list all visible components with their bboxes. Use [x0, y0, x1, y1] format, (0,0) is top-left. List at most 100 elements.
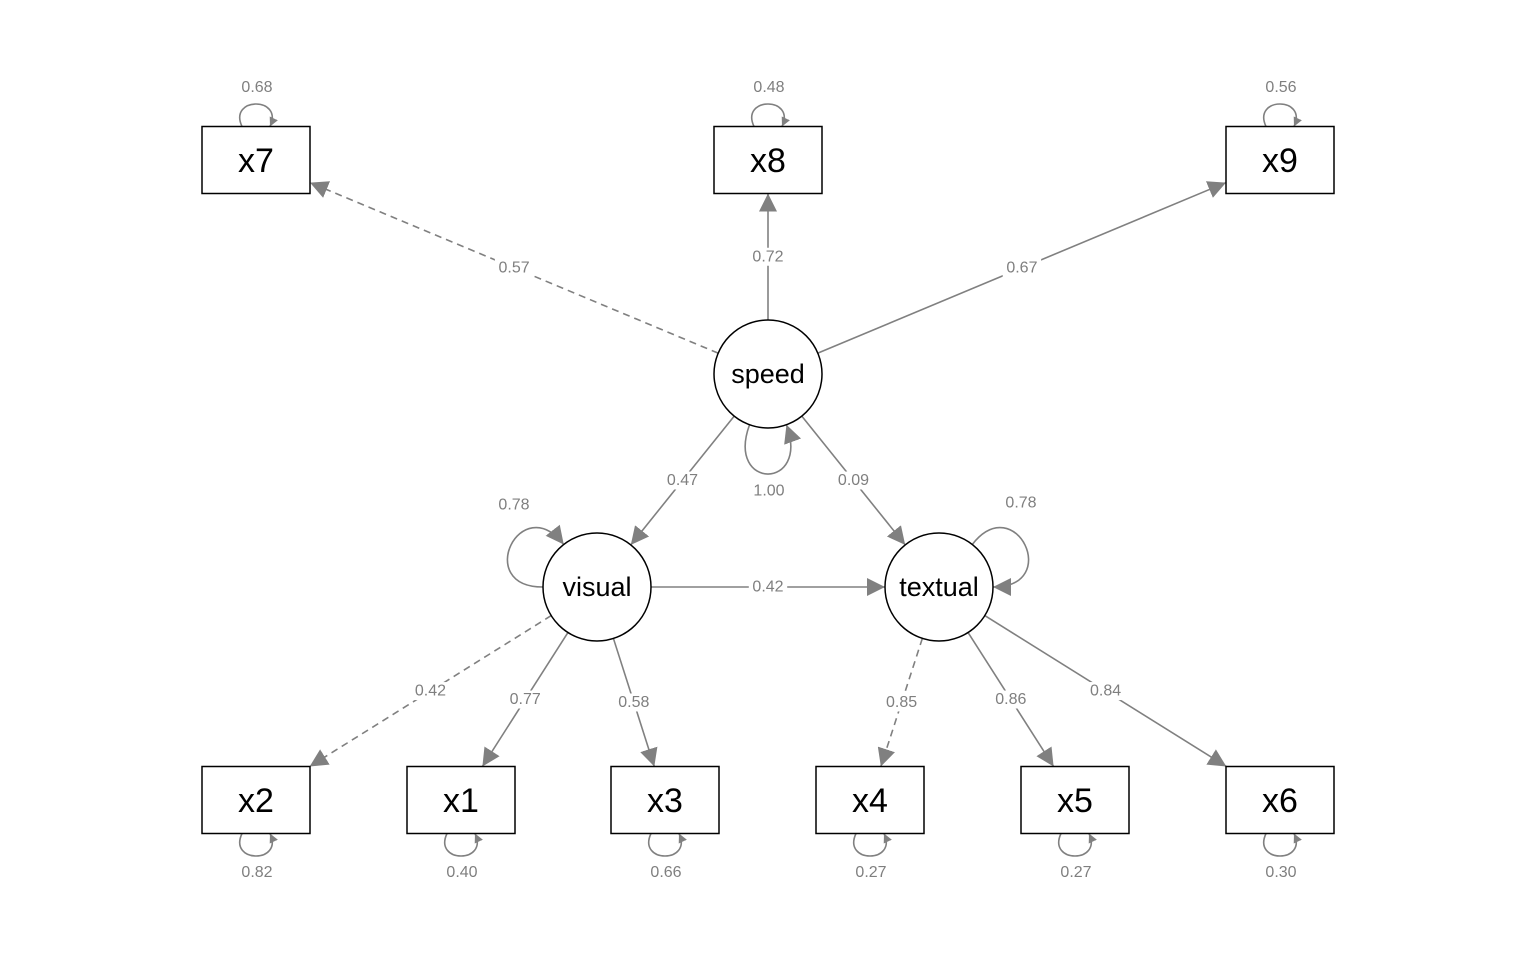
variance-label-x1: 0.40 — [442, 863, 482, 882]
observed-node-x9 — [1225, 125, 1335, 195]
variance-loop-x9 — [1263, 103, 1302, 137]
path-label-speed-visual: 0.47 — [663, 471, 702, 490]
variance-loop-x2 — [239, 823, 278, 857]
path-edges — [239, 103, 1302, 857]
latent-node-visual — [542, 532, 652, 642]
variance-label-speed: 1.00 — [749, 482, 789, 500]
variance-label-x7: 0.68 — [237, 78, 277, 97]
variance-label-x8-text: 0.48 — [753, 79, 784, 96]
path-label-visual-x2-text: 0.42 — [415, 683, 446, 700]
edge-labels: 0.57 0.72 0.67 0.47 0.09 0.42 0.42 0.77 0.58 0.85… — [237, 78, 1301, 882]
variance-loop-x6 — [1263, 823, 1302, 857]
variance-label-x1-bg — [442, 863, 482, 882]
variance-label-x3-text: 0.66 — [650, 864, 681, 881]
variance-label-visual-text: 0.78 — [498, 497, 529, 514]
path-label-speed-x7: 0.57 — [494, 258, 534, 277]
variance-label-textual-text: 0.78 — [1005, 495, 1036, 512]
variance-label-x6: 0.30 — [1261, 863, 1301, 882]
path-label-visual-x1-text: 0.77 — [510, 691, 541, 708]
variance-label-x5-text: 0.27 — [1060, 864, 1091, 881]
variance-label-x8-bg — [749, 78, 789, 97]
path-label-speed-textual-bg — [834, 471, 873, 490]
path-label-textual-x4-bg — [882, 693, 921, 712]
path-label-speed-x7-bg — [494, 258, 534, 277]
variance-loop-textual — [954, 527, 1030, 596]
observed-label-x3: x3 — [647, 782, 683, 820]
observed-label-x1: x1 — [443, 782, 479, 820]
variance-loop-x3 — [648, 823, 687, 857]
path-label-speed-x8-text: 0.72 — [752, 248, 783, 265]
variance-label-x3: 0.66 — [646, 863, 686, 882]
variance-label-x2: 0.82 — [237, 863, 277, 882]
path-label-visual-x2-bg — [411, 682, 450, 701]
variance-label-x2-text: 0.82 — [241, 864, 272, 881]
path-label-visual-x1: 0.77 — [505, 690, 545, 709]
observed-node-x3 — [610, 765, 720, 835]
latent-label-textual: textual — [899, 572, 979, 602]
latent-label-visual: visual — [562, 572, 631, 602]
observed-node-x5 — [1020, 765, 1130, 835]
path-label-textual-x4: 0.85 — [882, 693, 921, 712]
path-label-visual-x3-bg — [614, 693, 654, 712]
observed-label-x5: x5 — [1057, 782, 1093, 820]
variance-label-x4-text: 0.27 — [855, 864, 886, 881]
variance-label-x2-bg — [237, 863, 277, 882]
variance-label-x6-bg — [1261, 863, 1301, 882]
variance-loop-x8 — [751, 103, 790, 137]
path-label-textual-x5-text: 0.86 — [995, 691, 1026, 708]
variance-label-visual: 0.78 — [494, 496, 534, 514]
variance-label-x4: 0.27 — [851, 863, 891, 882]
path-label-visual-x3: 0.58 — [614, 693, 654, 712]
variance-label-visual-bg — [494, 496, 534, 514]
latent-label-speed: speed — [731, 359, 805, 389]
observed-node-x7 — [201, 125, 311, 195]
variance-loop-x1 — [444, 823, 483, 857]
path-label-speed-x8-bg — [748, 247, 788, 266]
path-label-speed-visual-bg — [663, 471, 702, 490]
variance-label-speed-bg — [749, 482, 789, 500]
path-label-textual-x6: 0.84 — [1086, 682, 1125, 701]
variance-loop-speed — [744, 404, 802, 475]
observed-label-x6: x6 — [1262, 782, 1298, 820]
variance-loop-x5 — [1058, 823, 1097, 857]
latent-node-textual — [884, 532, 994, 642]
path-label-speed-x7-text: 0.57 — [499, 259, 530, 276]
path-label-textual-x5: 0.86 — [991, 690, 1031, 709]
variance-label-speed-text: 1.00 — [753, 483, 784, 500]
path-label-visual-textual: 0.42 — [748, 578, 788, 596]
variance-loop-visual — [506, 524, 565, 597]
latent-node-speed — [713, 319, 823, 429]
variance-label-x5: 0.27 — [1056, 863, 1096, 882]
observed-label-x8: x8 — [750, 142, 786, 180]
variance-loop-x4 — [853, 823, 892, 857]
variance-label-x9-bg — [1261, 78, 1301, 97]
path-label-speed-textual: 0.09 — [834, 471, 873, 490]
path-textual-x4 — [877, 638, 924, 767]
path-label-textual-x6-text: 0.84 — [1090, 683, 1121, 700]
variance-label-x6-text: 0.30 — [1265, 864, 1296, 881]
variance-label-x8: 0.48 — [749, 78, 789, 97]
path-label-textual-x6-bg — [1086, 682, 1125, 701]
observed-label-x9: x9 — [1262, 142, 1298, 180]
observed-label-x7: x7 — [238, 142, 274, 180]
variance-label-x4-bg — [851, 863, 891, 882]
observed-label-x2: x2 — [238, 782, 274, 820]
variance-label-x7-text: 0.68 — [241, 79, 272, 96]
observed-node-x1 — [406, 765, 516, 835]
path-label-speed-x8: 0.72 — [748, 247, 788, 266]
variance-label-x7-bg — [237, 78, 277, 97]
path-label-speed-x9-text: 0.67 — [1006, 259, 1037, 276]
variance-label-textual-bg — [1001, 494, 1041, 512]
observed-label-x4: x4 — [852, 782, 888, 820]
path-label-visual-x3-text: 0.58 — [618, 694, 649, 711]
observed-node-x2 — [201, 765, 311, 835]
path-label-speed-x9-bg — [1002, 258, 1042, 277]
path-label-speed-textual-text: 0.09 — [838, 472, 869, 489]
path-label-visual-x1-bg — [505, 690, 545, 709]
path-label-visual-x2: 0.42 — [411, 682, 450, 701]
nodes: x7 x8 x9 x2 x1 x3 x4 x5 x6 speed visual textual — [201, 125, 1335, 835]
variance-label-textual: 0.78 — [1001, 494, 1041, 512]
path-label-speed-visual-text: 0.47 — [667, 472, 698, 489]
variance-loop-x7 — [239, 103, 278, 137]
